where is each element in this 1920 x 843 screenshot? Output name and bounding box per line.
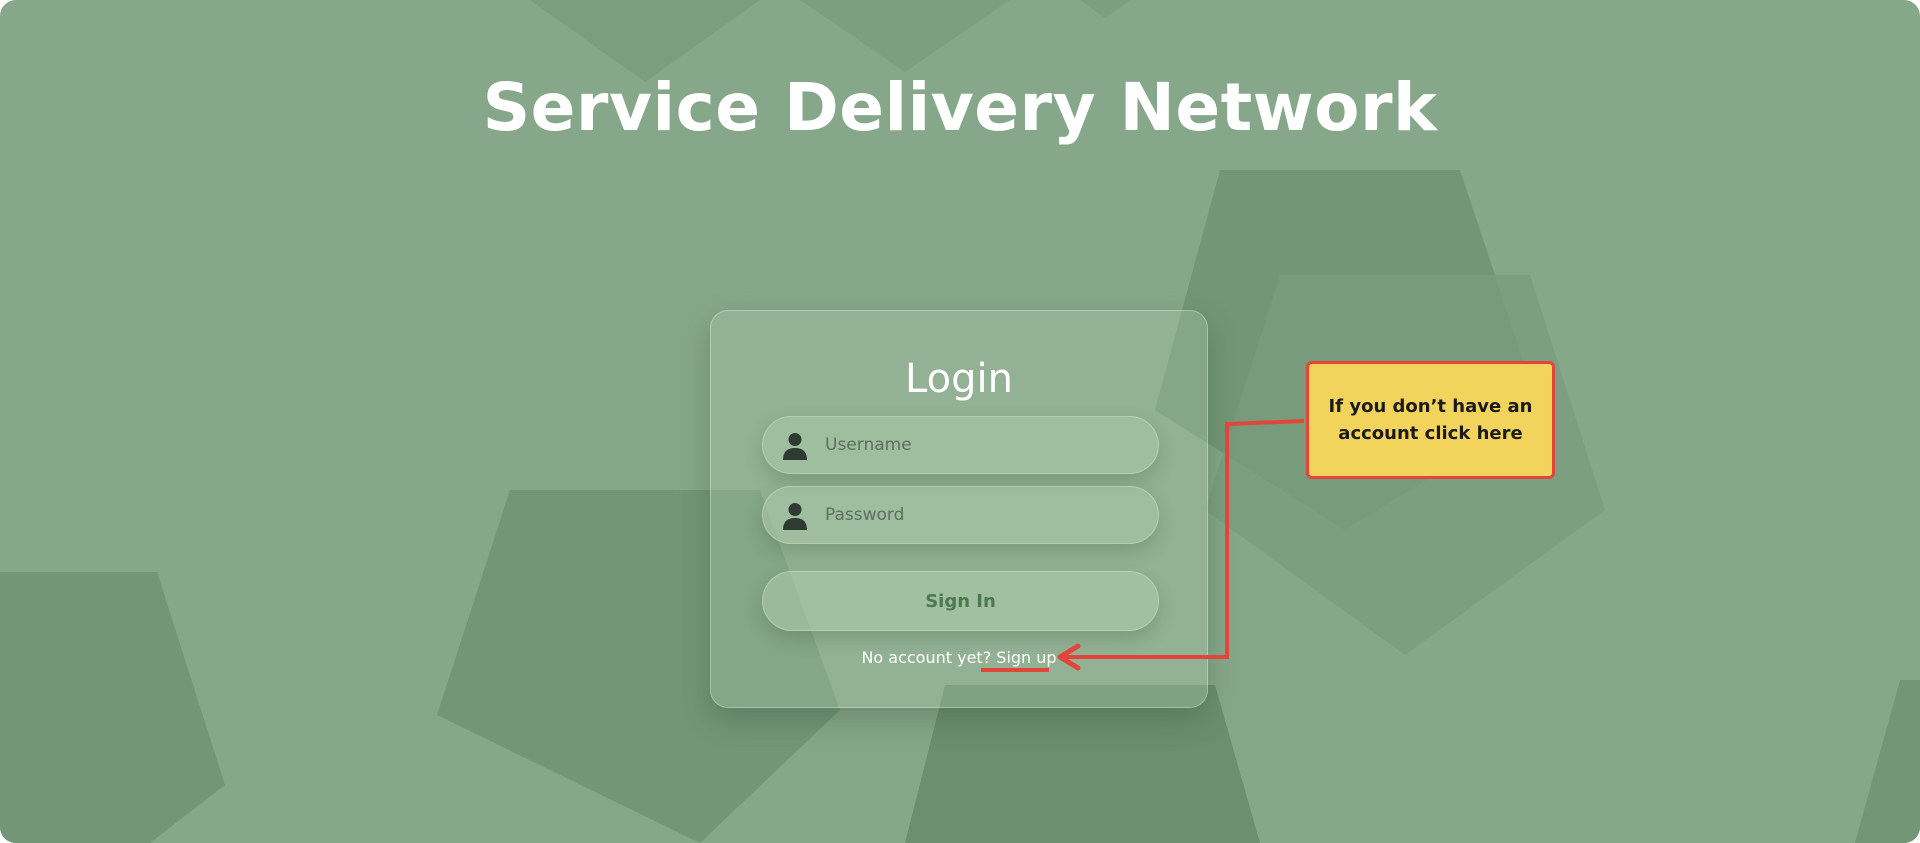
annotation-callout: If you don’t have an account click here xyxy=(1306,361,1555,479)
app-title: Service Delivery Network xyxy=(482,69,1438,146)
bg-shape xyxy=(530,0,760,82)
no-account-text: No account yet? xyxy=(861,648,992,667)
login-card: Login Sign In No account yet? Sign up xyxy=(710,310,1208,708)
user-icon xyxy=(783,503,807,530)
user-icon xyxy=(783,433,807,460)
bg-shape xyxy=(800,0,1010,72)
sign-up-link[interactable]: Sign up xyxy=(996,648,1057,667)
password-field[interactable] xyxy=(762,486,1159,544)
bg-shape xyxy=(1855,680,1920,843)
bg-shape xyxy=(437,490,840,843)
username-field[interactable] xyxy=(762,416,1159,474)
username-input[interactable] xyxy=(825,417,1145,473)
bg-shape xyxy=(0,572,225,843)
login-title: Login xyxy=(905,356,1013,402)
password-input[interactable] xyxy=(825,487,1145,543)
bg-shape xyxy=(905,685,1260,843)
signup-prompt: No account yet? Sign up xyxy=(711,647,1207,669)
sign-in-button[interactable]: Sign In xyxy=(762,571,1159,631)
bg-shape xyxy=(1080,0,1130,18)
